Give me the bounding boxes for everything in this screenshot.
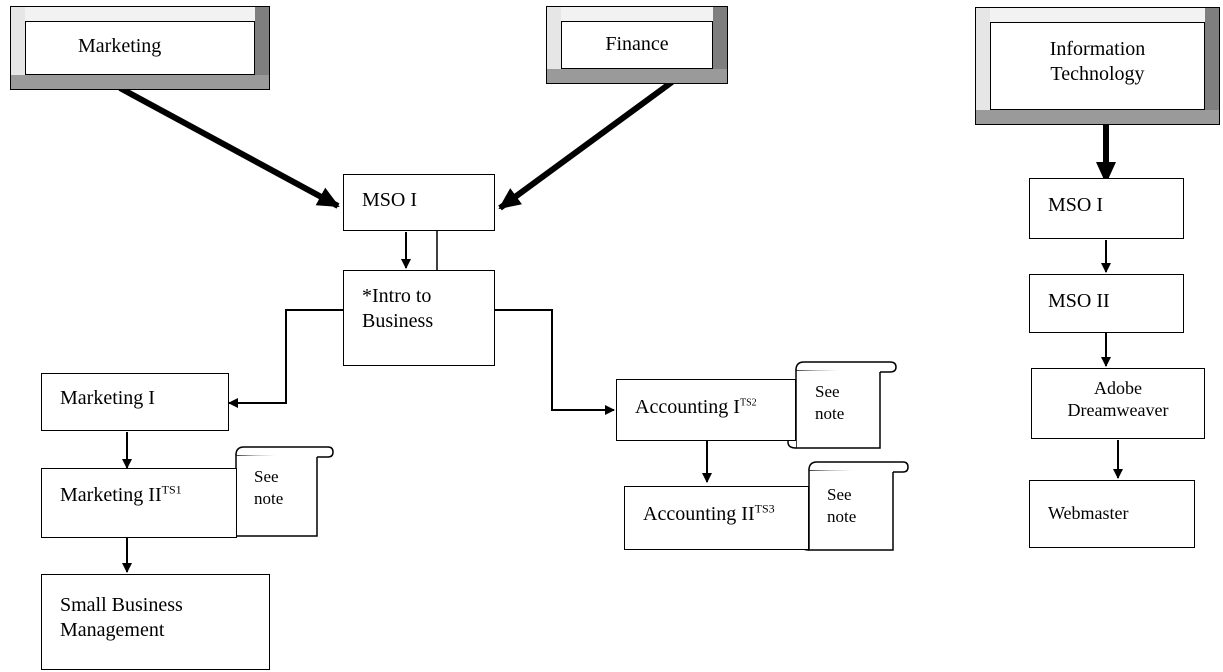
department-finance-label: Finance <box>605 33 669 55</box>
department-marketing-label: Marketing <box>78 35 162 57</box>
course-marketing2: Marketing IITS1 <box>41 468 237 538</box>
course-adobe-dreamweaver: Adobe Dreamweaver <box>1031 368 1205 439</box>
department-finance: Finance <box>546 6 728 84</box>
course-small-business-management: Small Business Management <box>41 574 270 670</box>
department-information-technology: Information Technology <box>975 7 1220 125</box>
note-text-accounting1: See note <box>815 382 845 423</box>
note-scroll-accounting2 <box>800 461 909 551</box>
course-mso1-business: MSO I <box>343 174 495 231</box>
course-webmaster: Webmaster <box>1029 480 1195 548</box>
course-mso1-it: MSO I <box>1029 178 1184 239</box>
department-marketing: Marketing <box>10 6 270 90</box>
note-text-accounting2: See note <box>827 485 857 526</box>
note-scroll-marketing2 <box>227 446 334 537</box>
course-marketing1: Marketing I <box>41 373 229 431</box>
arrow-intro-to-accounting1 <box>494 309 615 415</box>
note-scroll-accounting1 <box>787 361 897 449</box>
arrow-intro-to-marketing1 <box>228 309 343 408</box>
course-accounting2: Accounting IITS3 <box>624 486 809 550</box>
course-accounting1: Accounting ITS2 <box>616 379 796 441</box>
course-mso2: MSO II <box>1029 274 1184 333</box>
arrow-marketing-to-mso1 <box>118 85 340 209</box>
department-it-label-line1: Information <box>1049 38 1146 60</box>
department-it-label-line2: Technology <box>1050 63 1145 85</box>
arrow-finance-to-mso1 <box>498 79 674 211</box>
note-text-marketing2: See note <box>254 467 284 508</box>
course-intro-to-business: *Intro to Business <box>343 270 495 366</box>
